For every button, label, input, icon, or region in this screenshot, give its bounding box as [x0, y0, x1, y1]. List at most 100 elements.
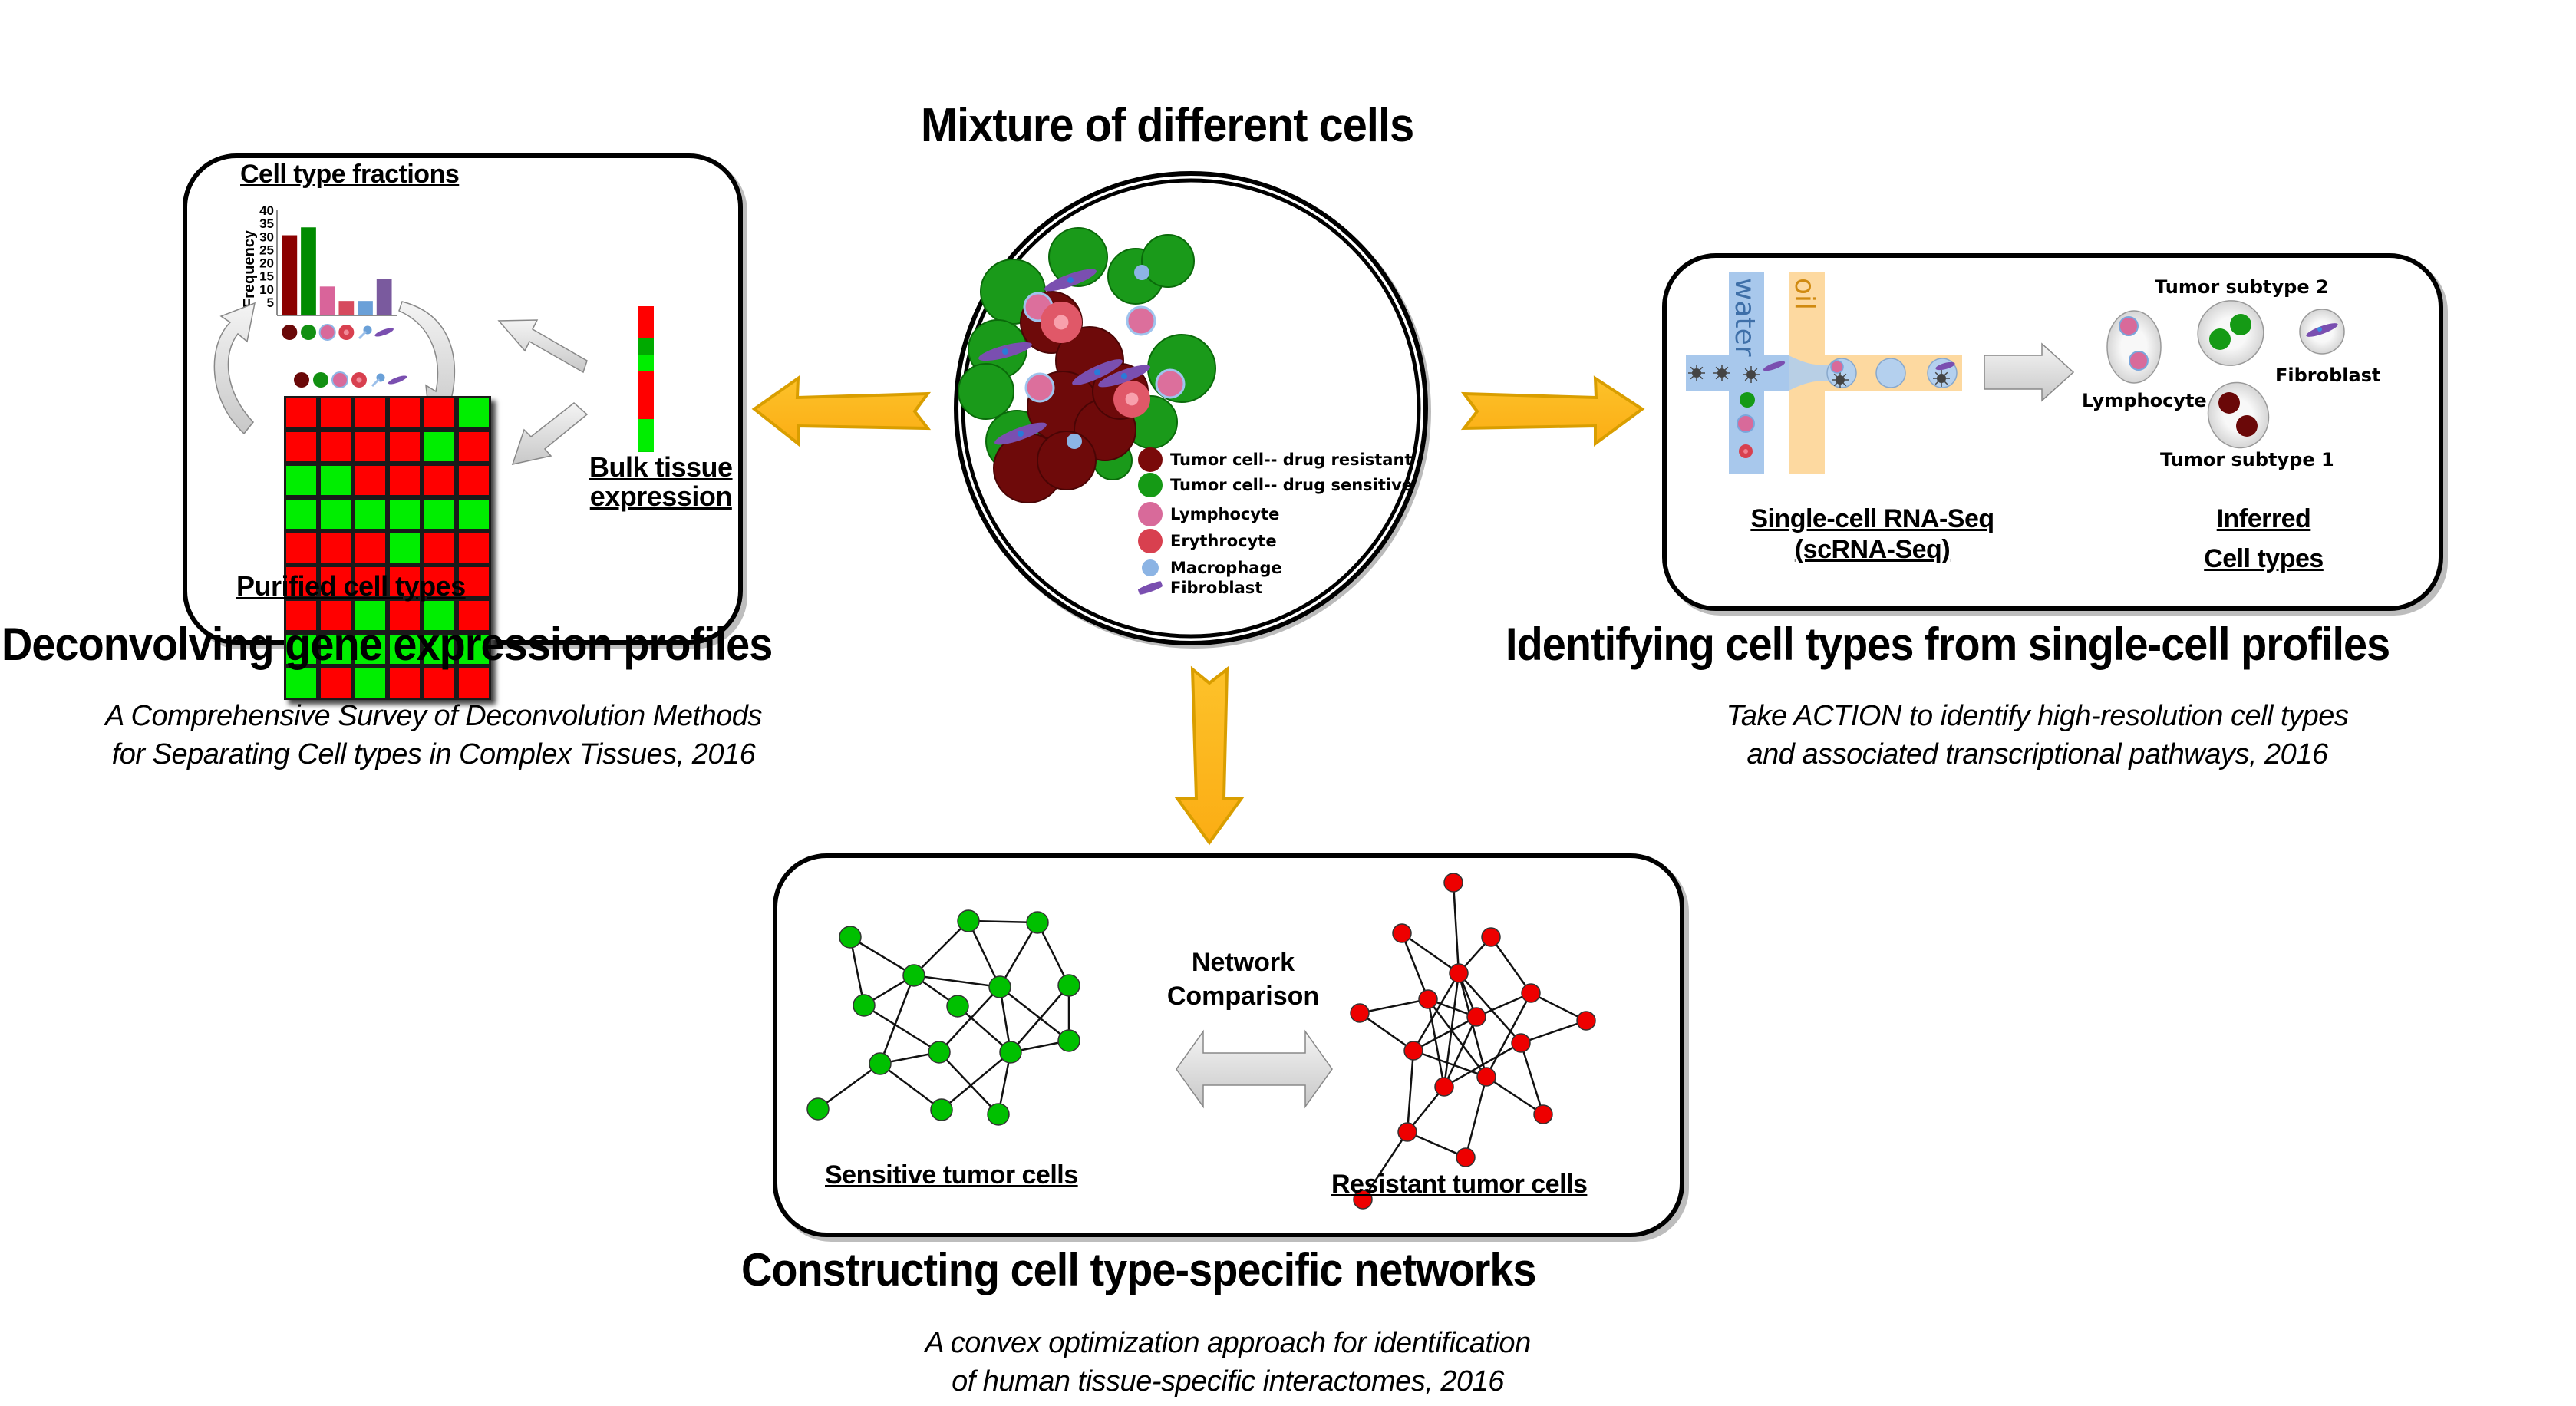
network-edge [1452, 882, 1460, 974]
network-edge [1427, 998, 1487, 1078]
purified-expression-matrix [284, 396, 491, 700]
matrix-cell [353, 531, 388, 565]
network-edge [1520, 1019, 1587, 1045]
network-citation-line2: of human tissue-specific interactomes, 2… [952, 1365, 1504, 1398]
resistant-network-node [1533, 1104, 1553, 1124]
y-tick-label: 10 [259, 282, 274, 297]
inferred-label-line1: Inferred [2216, 504, 2311, 533]
matrix-cell [388, 599, 422, 632]
tumor-sensitive-cell-icon [301, 325, 316, 340]
network-citation: A convex optimization approach for ident… [806, 1324, 1650, 1401]
network-citation-line1: A convex optimization approach for ident… [925, 1327, 1531, 1359]
matrix-cell [284, 531, 318, 565]
network-edge [1400, 932, 1430, 1000]
network-edge [1361, 1131, 1409, 1200]
lymphocyte-icon [1138, 502, 1163, 526]
tumor-sensitive-cell [958, 363, 1014, 420]
mixture-circle-outer [954, 171, 1428, 645]
network-edge [1427, 998, 1446, 1088]
sensitive-network-node [999, 1041, 1022, 1064]
mixture-title: Mixture of different cells [921, 99, 1414, 152]
legend-item: Macrophage [1138, 559, 1282, 577]
matrix-cell [422, 565, 457, 599]
erythrocyte-icon [351, 372, 367, 388]
matrix-cell [422, 599, 457, 632]
network-edge [1359, 998, 1429, 1015]
network-edge [817, 1062, 881, 1111]
arrow-to-purified-icon [511, 402, 589, 466]
network-edge [1406, 1050, 1415, 1133]
resistant-network-node [1418, 989, 1438, 1009]
cell-type-fractions-label: Cell type fractions [240, 160, 460, 189]
legend-item: Erythrocyte [1138, 529, 1277, 553]
purified-cell-types-label: Purified cell types [236, 570, 466, 602]
arrow-left-icon [751, 375, 932, 447]
scrna-seq-label-line2: (scRNA-Seq) [1794, 535, 1951, 564]
arrow-to-inferred-icon [1984, 342, 2075, 402]
lymphocyte-icon [318, 324, 336, 341]
network-edge [1412, 972, 1460, 1051]
erythrocyte-icon [1138, 529, 1163, 553]
matrix-cell [457, 531, 491, 565]
tumor-resistant-cell-icon [1138, 447, 1163, 472]
matrix-cell [388, 497, 422, 531]
mixture-circle-inner [961, 178, 1421, 639]
network-edge [1530, 992, 1587, 1022]
legend-label: Lymphocyte [1170, 505, 1280, 523]
matrix-cell [318, 666, 353, 700]
inferred-cell-types-label: Inferred Cell types [2164, 499, 2363, 579]
bar [282, 235, 298, 315]
network-heading: Constructing cell type-specific networks [741, 1244, 1537, 1295]
sensitive-network-node [839, 926, 862, 949]
inferred-label-line2: Cell types [2204, 544, 2324, 573]
matrix-cell [318, 599, 353, 632]
tumor-sensitive-cell [1141, 234, 1195, 288]
network-edge [998, 922, 1039, 988]
sensitive-network-node [988, 975, 1011, 998]
network-edge [967, 920, 1001, 988]
lymphocyte [1024, 372, 1055, 403]
deconvolution-heading: Deconvolving gene expression profiles [2, 619, 773, 670]
network-edge [938, 1051, 999, 1115]
matrix-cell [388, 632, 422, 666]
matrix-cell [388, 464, 422, 497]
resistant-network-node [1476, 1067, 1496, 1087]
y-tick-label: 20 [259, 256, 274, 271]
legend-item: Tumor cell-- drug sensitive [1138, 473, 1413, 497]
network-edge [849, 936, 866, 1006]
matrix-cell [318, 632, 353, 666]
tumor-sensitive-cell-icon [1138, 473, 1163, 497]
scrna-seq-label-line1: Single-cell RNA-Seq [1750, 504, 1994, 533]
matrix-cell [284, 497, 318, 531]
sensitive-network-node [930, 1098, 953, 1121]
matrix-cell [353, 497, 388, 531]
tumor-resistant-cell-icon [294, 372, 309, 388]
matrix-cell [353, 666, 388, 700]
network-edge [1010, 985, 1070, 1053]
network-edge [1476, 992, 1532, 1018]
single-cell-citation-line1: Take ACTION to identify high-resolution … [1726, 700, 2349, 732]
y-axis-label: Frequency [241, 229, 258, 308]
deconvolution-citation: A Comprehensive Survey of Deconvolution … [54, 697, 813, 774]
droplet [1875, 358, 1906, 388]
resistant-network-node [1434, 1077, 1454, 1097]
matrix-cell [457, 497, 491, 531]
legend-label: Fibroblast [1170, 579, 1263, 597]
matrix-cell [457, 464, 491, 497]
barcode-bead-icon [1933, 370, 1950, 387]
single-cell-citation-line2: and associated transcriptional pathways,… [1746, 738, 2328, 771]
matrix-cell [353, 632, 388, 666]
matrix-cell [353, 599, 388, 632]
resistant-network-node [1392, 923, 1412, 943]
network-edge [913, 974, 1001, 988]
sensitive-network-node [987, 1103, 1010, 1126]
matrix-cell [353, 464, 388, 497]
matrix-cell [457, 430, 491, 464]
droplet-neck [1789, 355, 1838, 391]
resistant-tumor-cells-label: Resistant tumor cells [1331, 1170, 1588, 1199]
